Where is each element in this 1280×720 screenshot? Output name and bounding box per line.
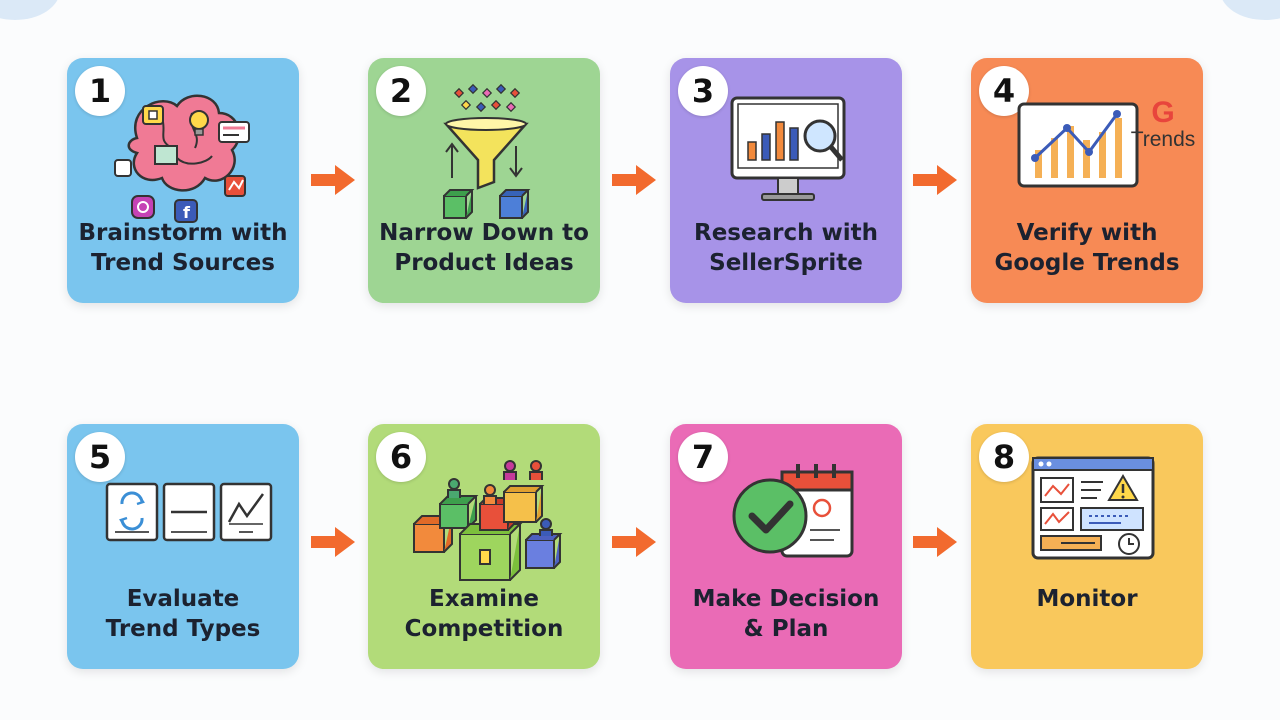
competition-blocks-icon — [413, 460, 563, 581]
step-card-3: 3 Research with SellerSprite — [670, 58, 902, 303]
step-number-badge: 6 — [376, 432, 426, 482]
step-label-line-1: Evaluate — [126, 586, 240, 612]
step-number-badge: 7 — [678, 432, 728, 482]
step-label: Research with SellerSprite — [676, 218, 896, 278]
step-label: Evaluate Trend Types — [73, 584, 293, 644]
step-label-line-2: SellerSprite — [709, 250, 863, 276]
step-label-line-2: & Plan — [743, 616, 829, 642]
google-trends-logo: G Trends — [1123, 98, 1203, 152]
step-label-line-2: Google Trends — [994, 250, 1180, 276]
step-label-line-1: Monitor — [1036, 586, 1138, 612]
step-label: Monitor — [977, 584, 1197, 614]
step-label: Examine Competition — [374, 584, 594, 644]
step-label-line-2: Trend Sources — [91, 250, 275, 276]
funnel-icon — [443, 83, 531, 219]
corner-decoration-left — [0, 0, 60, 20]
step-card-7: 7 Make Decision & Plan — [670, 424, 902, 669]
trend-chart-icon — [1017, 102, 1139, 188]
arrow-right-icon — [311, 165, 355, 195]
step-number-badge: 2 — [376, 66, 426, 116]
step-number-badge: 3 — [678, 66, 728, 116]
google-g-icon: G — [1151, 96, 1175, 129]
step-label-line-2: Competition — [404, 616, 564, 642]
step-card-5: 5 Evaluate Trend Types — [67, 424, 299, 669]
step-label-line-2: Trend Types — [105, 616, 261, 642]
trends-word: Trends — [1130, 128, 1196, 151]
step-label: Brainstorm with Trend Sources — [73, 218, 293, 278]
brain-icon: f — [114, 94, 250, 223]
corner-decoration-right — [1220, 0, 1280, 20]
step-number-badge: 8 — [979, 432, 1029, 482]
step-label-line-1: Make Decision — [692, 586, 880, 612]
step-card-2: 2 Narrow Down to Product Ideas — [368, 58, 600, 303]
step-number-badge: 1 — [75, 66, 125, 116]
step-label-line-1: Brainstorm with — [78, 220, 288, 246]
svg-text:f: f — [183, 203, 191, 222]
step-card-6: 6 Examine Co — [368, 424, 600, 669]
step-label: Make Decision & Plan — [676, 584, 896, 644]
decision-calendar-icon — [732, 464, 854, 558]
arrow-right-icon — [913, 527, 957, 557]
step-label-line-1: Narrow Down to — [379, 220, 589, 246]
step-label-line-1: Research with — [694, 220, 878, 246]
step-card-4: 4 G Trends Verify with Google Trends — [971, 58, 1203, 303]
step-label: Narrow Down to Product Ideas — [374, 218, 594, 278]
step-label-line-1: Verify with — [1016, 220, 1158, 246]
dashboard-icon — [1031, 456, 1155, 560]
step-label-line-1: Examine — [429, 586, 539, 612]
step-card-1: 1 f Brainstorm with Trend Sources — [67, 58, 299, 303]
arrow-right-icon — [612, 527, 656, 557]
arrow-right-icon — [311, 527, 355, 557]
arrow-right-icon — [612, 165, 656, 195]
step-card-8: 8 Monitor — [971, 424, 1203, 669]
step-label-line-2: Product Ideas — [394, 250, 574, 276]
arrow-right-icon — [913, 165, 957, 195]
step-label: Verify with Google Trends — [977, 218, 1197, 278]
trend-type-cards-icon — [105, 482, 273, 542]
monitor-search-icon — [730, 96, 846, 201]
step-number-badge: 5 — [75, 432, 125, 482]
